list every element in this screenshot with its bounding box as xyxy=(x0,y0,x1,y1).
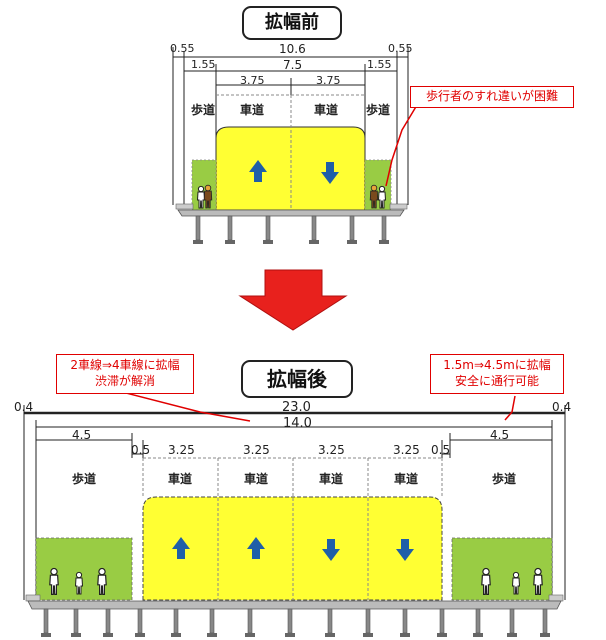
before-title: 拡幅前 xyxy=(242,6,342,40)
after-dim-road: 14.0 xyxy=(283,416,312,431)
before-dim-total: 10.6 xyxy=(279,42,306,56)
after-dim-walk-right: 4.5 xyxy=(490,428,510,442)
before-dim-lane1: 3.75 xyxy=(240,74,265,87)
before-label-walk-right: 歩道 xyxy=(365,103,390,117)
after-right-callout: 1.5m⇒4.5mに拡幅 安全に通行可能 xyxy=(430,354,564,394)
after-title: 拡幅後 xyxy=(241,360,353,398)
before-label-lane2: 車道 xyxy=(313,103,338,117)
after-bridge-deck xyxy=(25,594,564,638)
before-label-walk-left: 歩道 xyxy=(190,103,215,117)
after-dim-lane1: 3.25 xyxy=(168,443,195,457)
after-dim-edge-left: 0.4 xyxy=(14,400,34,414)
after-left-callout-line2: 渋滞が解消 xyxy=(94,374,155,388)
after-dim-lane4: 3.25 xyxy=(393,443,420,457)
before-callout: 歩行者のすれ違いが困難 xyxy=(410,86,574,108)
after-dim-lane3: 3.25 xyxy=(318,443,345,457)
after-label-lane3: 車道 xyxy=(318,472,343,486)
after-dim-edge-right: 0.4 xyxy=(552,400,572,414)
before-lanes xyxy=(191,94,392,211)
before-bridge-deck xyxy=(175,203,408,245)
after-dim-median-right: 0.5 xyxy=(431,443,451,457)
after-label-walk-left: 歩道 xyxy=(71,472,96,486)
before-callout-text: 歩行者のすれ違いが困難 xyxy=(425,89,558,103)
after-dim-walk-left: 4.5 xyxy=(72,428,92,442)
after-right-callout-leader xyxy=(504,395,516,421)
after-dim-lane2: 3.25 xyxy=(243,443,270,457)
before-dim-walk-right: 1.55 xyxy=(367,58,392,71)
after-left-callout-line1: 2車線⇒4車線に拡幅 xyxy=(70,358,180,372)
before-dim-lane2: 3.75 xyxy=(316,74,341,87)
before-dimension-lines xyxy=(172,47,409,205)
after-label-lane2: 車道 xyxy=(243,472,268,486)
after-lanes xyxy=(35,457,553,601)
before-callout-leader xyxy=(385,99,421,187)
big-down-arrow-icon xyxy=(238,269,348,331)
after-left-callout: 2車線⇒4車線に拡幅 渋滞が解消 xyxy=(56,354,194,394)
after-dimension-lines xyxy=(23,405,566,600)
before-dim-edge-left: 0.55 xyxy=(170,42,195,55)
after-label-lane4: 車道 xyxy=(393,472,418,486)
after-dim-median-left: 0.5 xyxy=(131,443,151,457)
before-label-lane1: 車道 xyxy=(239,103,264,117)
after-right-callout-line1: 1.5m⇒4.5mに拡幅 xyxy=(443,358,551,372)
after-dim-total: 23.0 xyxy=(282,400,311,415)
before-dim-inner: 7.5 xyxy=(283,58,303,72)
before-dim-walk-left: 1.55 xyxy=(191,58,216,71)
after-left-callout-leader xyxy=(125,392,251,422)
after-label-walk-right: 歩道 xyxy=(491,472,516,486)
before-dim-edge-right: 0.55 xyxy=(388,42,413,55)
after-label-lane1: 車道 xyxy=(167,472,192,486)
after-right-callout-line2: 安全に通行可能 xyxy=(454,374,539,388)
